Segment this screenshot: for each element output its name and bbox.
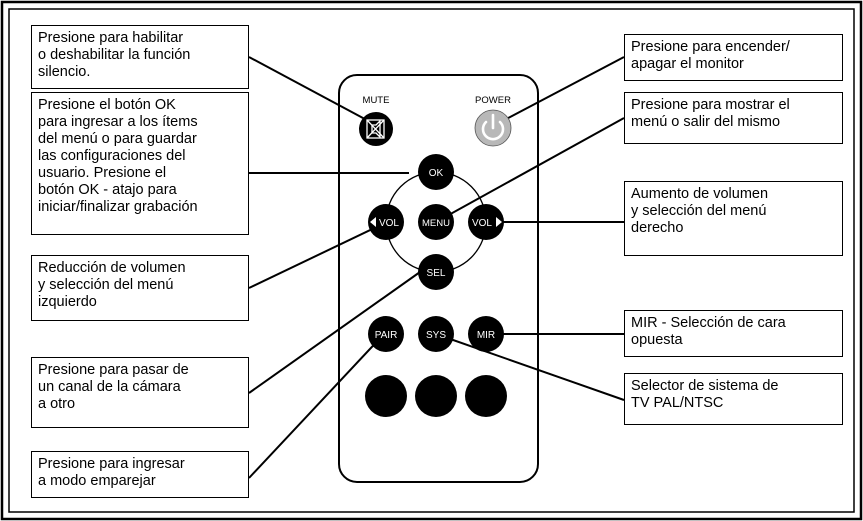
arrow-right-icon — [496, 217, 502, 227]
mir-button-label: MIR — [477, 330, 495, 341]
blank-button-left[interactable] — [365, 375, 407, 417]
blank-button-right[interactable] — [465, 375, 507, 417]
mute-speaker-icon — [366, 119, 385, 139]
callout-sys: Selector de sistema de TV PAL/NTSC — [624, 373, 843, 425]
ok-button[interactable]: OK — [418, 154, 454, 190]
sel-button-label: SEL — [427, 268, 446, 279]
vol-up-button[interactable]: VOL — [468, 204, 504, 240]
ok-button-label: OK — [429, 168, 444, 179]
power-button[interactable] — [474, 109, 512, 147]
callout-ok: Presione el botón OK para ingresar a los… — [31, 92, 249, 235]
sel-button[interactable]: SEL — [418, 254, 454, 290]
power-label: POWER — [475, 95, 511, 106]
callout-mute: Presione para habilitar o deshabilitar l… — [31, 25, 249, 89]
power-icon — [481, 113, 505, 141]
callout-pair: Presione para ingresar a modo emparejar — [31, 451, 249, 498]
callout-power: Presione para encender/ apagar el monito… — [624, 34, 843, 81]
mir-button[interactable]: MIR — [468, 316, 504, 352]
callout-menu: Presione para mostrar el menú o salir de… — [624, 92, 843, 144]
vol-down-label: VOL — [379, 218, 399, 229]
menu-button-label: MENU — [422, 218, 450, 229]
mute-button[interactable] — [359, 112, 393, 146]
sys-button-label: SYS — [426, 330, 446, 341]
arrow-left-icon — [370, 217, 376, 227]
blank-button-center[interactable] — [415, 375, 457, 417]
callout-mir: MIR - Selección de cara opuesta — [624, 310, 843, 357]
menu-button[interactable]: MENU — [418, 204, 454, 240]
leader-lines — [248, 56, 625, 479]
pair-button-label: PAIR — [375, 330, 398, 341]
vol-down-button[interactable]: VOL — [368, 204, 404, 240]
sys-button[interactable]: SYS — [418, 316, 454, 352]
pair-button[interactable]: PAIR — [368, 316, 404, 352]
vol-up-label: VOL — [472, 218, 492, 229]
callout-sel: Presione para pasar de un canal de la cá… — [31, 357, 249, 428]
callout-vol-up: Aumento de volumen y selección del menú … — [624, 181, 843, 256]
mute-label: MUTE — [363, 95, 390, 106]
callout-vol-down: Reducción de volumen y selección del men… — [31, 255, 249, 321]
